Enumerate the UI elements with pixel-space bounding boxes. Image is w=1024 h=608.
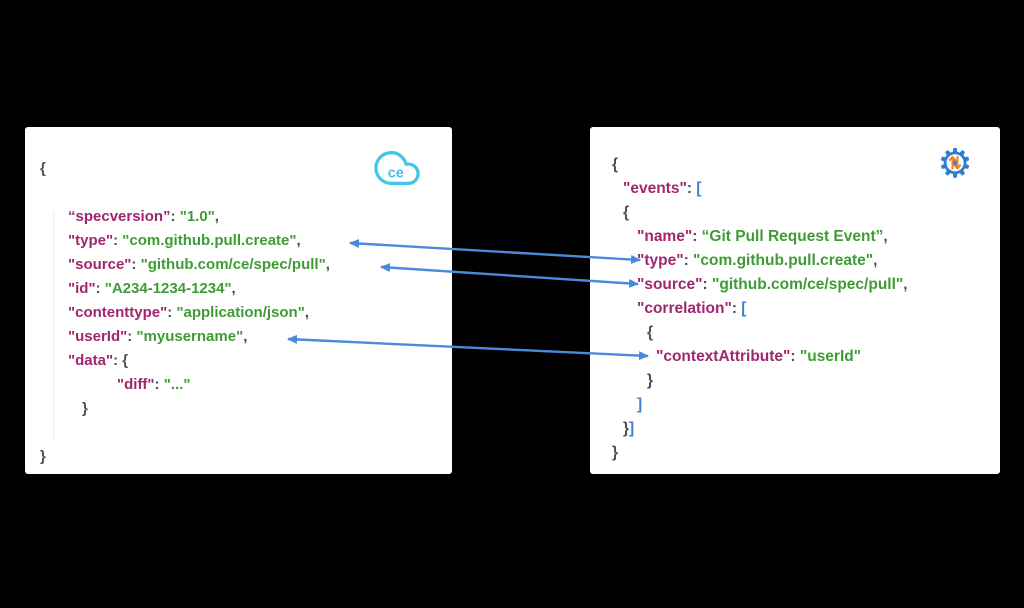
code-line: "events": [ — [590, 177, 1000, 201]
cloudevents-logo-icon: ce — [374, 151, 420, 185]
code-token-key: "correlation" — [637, 300, 732, 317]
code-line: "data": { — [25, 349, 452, 373]
code-token-brace: , — [214, 208, 219, 225]
code-line — [25, 421, 452, 445]
code-token-value: "1.0" — [179, 208, 215, 225]
code-token-value: "userId" — [799, 348, 862, 365]
gear-icon: ⚙ — [937, 142, 973, 186]
code-token-value: "com.github.pull.create" — [693, 252, 874, 269]
cloudevent-json-code: {“specversion”: "1.0","type": "com.githu… — [25, 157, 452, 469]
code-token-brace: { — [647, 324, 654, 341]
code-token-brace: , — [304, 304, 309, 321]
code-token-key: "id" — [68, 280, 96, 297]
code-token-brace: : — [113, 232, 123, 249]
code-token-value: "github.com/ce/spec/pull" — [712, 276, 904, 293]
code-line: { — [25, 157, 452, 181]
code-token-brace: : — [127, 328, 137, 345]
code-token-value: "com.github.pull.create" — [122, 232, 297, 249]
sync-arrows-icon: ⇅ — [947, 154, 963, 173]
code-token-value: "github.com/ce/spec/pull" — [140, 256, 326, 273]
code-line: "contenttype": "application/json", — [25, 301, 452, 325]
code-token-key: “specversion” — [68, 208, 171, 225]
code-token-brace: : — [731, 300, 742, 317]
code-token-key: "source" — [68, 256, 132, 273]
code-token-value: "myusername" — [136, 328, 244, 345]
code-token-brace: : — [790, 348, 800, 365]
code-token-brace: , — [883, 228, 888, 245]
cloudevents-json-panel: ce {“specversion”: "1.0","type": "com.gi… — [25, 127, 452, 474]
code-token-key: "source" — [637, 276, 703, 293]
code-token-brace: , — [231, 280, 236, 297]
code-token-key: "type" — [637, 252, 684, 269]
code-token-brace: , — [243, 328, 248, 345]
code-line: { — [590, 321, 1000, 345]
code-line — [25, 181, 452, 205]
code-token-brace: , — [325, 256, 330, 273]
code-token-brace: } — [623, 420, 630, 437]
code-token-value: "..." — [163, 376, 191, 393]
code-token-key: "contextAttribute" — [656, 348, 791, 365]
code-token-key: "type" — [68, 232, 114, 249]
code-token-key: "name" — [637, 228, 693, 245]
code-token-brace: , — [873, 252, 878, 269]
code-token-brace: { — [623, 204, 630, 221]
code-line: ] — [590, 393, 1000, 417]
code-token-brace: : — [167, 304, 177, 321]
code-line: } — [590, 441, 1000, 465]
code-token-brace: { — [122, 352, 129, 369]
cloudevents-logo-text: ce — [388, 166, 404, 182]
code-line: }] — [590, 417, 1000, 441]
event-subscription-json-panel: ⚙ ⇅ {"events": [{"name": “Git Pull Reque… — [590, 127, 1000, 474]
code-token-key: "diff" — [117, 376, 155, 393]
code-token-brace: : — [702, 276, 712, 293]
code-token-brace: : — [131, 256, 141, 273]
code-token-brace: : — [113, 352, 123, 369]
code-line: "type": "com.github.pull.create", — [590, 249, 1000, 273]
code-token-brace: { — [612, 156, 619, 173]
code-token-brace: } — [647, 372, 654, 389]
code-line: { — [590, 201, 1000, 225]
code-line: "diff": "..." — [25, 373, 452, 397]
code-token-brace: : — [683, 252, 694, 269]
code-line: "id": "A234-1234-1234", — [25, 277, 452, 301]
code-line: } — [25, 445, 452, 469]
code-token-brace: : — [686, 180, 697, 197]
code-token-brace: : — [170, 208, 180, 225]
code-line: { — [590, 153, 1000, 177]
code-line: "type": "com.github.pull.create", — [25, 229, 452, 253]
code-line: } — [590, 369, 1000, 393]
code-token-bracket: ] — [629, 420, 635, 437]
code-token-brace: , — [296, 232, 301, 249]
code-token-brace: { — [40, 160, 46, 177]
code-token-brace: , — [903, 276, 908, 293]
code-line: "source": "github.com/ce/spec/pull", — [590, 273, 1000, 297]
code-line: “specversion”: "1.0", — [25, 205, 452, 229]
code-token-brace: } — [82, 400, 88, 417]
code-token-key: "events" — [623, 180, 687, 197]
code-token-bracket: ] — [637, 396, 643, 413]
code-token-key: "data" — [68, 352, 114, 369]
code-token-bracket: [ — [696, 180, 702, 197]
subscription-json-code: {"events": [{"name": “Git Pull Request E… — [590, 153, 1000, 465]
code-token-brace: : — [154, 376, 164, 393]
code-token-value: "A234-1234-1234" — [104, 280, 232, 297]
indent-guide-line — [53, 211, 54, 439]
code-token-value: “Git Pull Request Event” — [701, 228, 884, 245]
code-token-brace: : — [692, 228, 702, 245]
code-line: "source": "github.com/ce/spec/pull", — [25, 253, 452, 277]
code-token-value: "application/json" — [176, 304, 305, 321]
code-line: "userId": "myusername", — [25, 325, 452, 349]
code-line: "name": “Git Pull Request Event”, — [590, 225, 1000, 249]
code-token-key: "contenttype" — [68, 304, 168, 321]
code-token-key: "userId" — [68, 328, 128, 345]
code-line: } — [25, 397, 452, 421]
code-line: "contextAttribute": "userId" — [590, 345, 1000, 369]
code-token-brace: } — [40, 448, 46, 465]
code-token-brace: } — [612, 444, 619, 461]
code-token-bracket: [ — [741, 300, 747, 317]
gear-with-arrows-icon: ⚙ ⇅ — [932, 141, 978, 187]
code-line: "correlation": [ — [590, 297, 1000, 321]
code-token-brace: : — [95, 280, 105, 297]
